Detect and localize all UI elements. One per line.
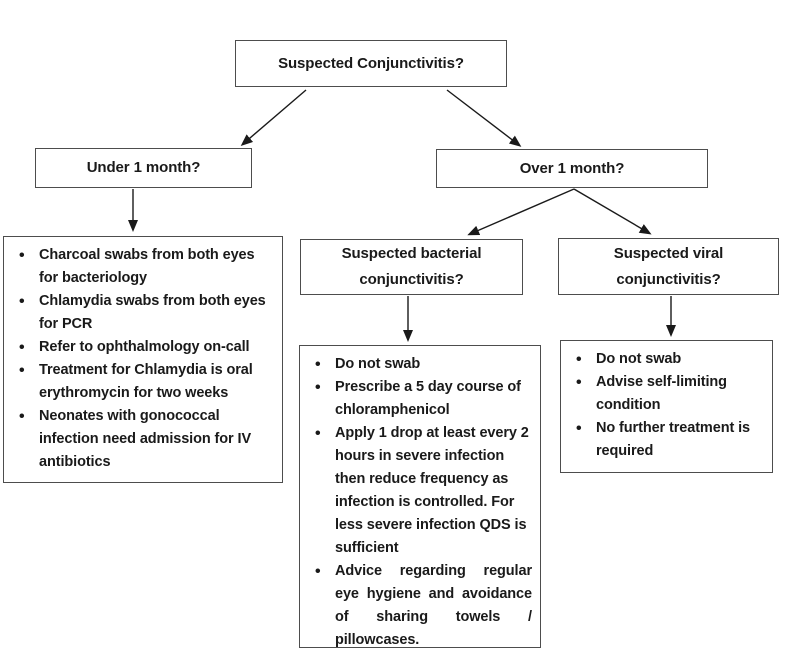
node-bacterial-management-list: Do not swab Prescribe a 5 day course of … (299, 345, 541, 648)
node-suspected-conjunctivitis: Suspected Conjunctivitis? (235, 40, 507, 87)
node-under-1-month: Under 1 month? (35, 148, 252, 188)
arrow-root-to-over-month (446, 89, 522, 147)
list-item: Treatment for Chlamydia is oral erythrom… (4, 359, 274, 405)
list-item: Charcoal swabs from both eyes for bacter… (4, 244, 274, 290)
list-item: No further treatment is required (561, 417, 764, 463)
arrow-root-to-under-month (240, 89, 307, 146)
bullet-list: Do not swab Prescribe a 5 day course of … (300, 353, 532, 652)
list-item: Do not swab (561, 348, 764, 371)
list-item: Refer to ophthalmology on-call (4, 336, 274, 359)
arrow-over-month-to-bacterial-question (467, 188, 575, 236)
list-item: Chlamydia swabs from both eyes for PCR (4, 290, 274, 336)
node-viral-management-list: Do not swab Advise self-limiting conditi… (560, 340, 773, 473)
list-item: Advise self-limiting condition (561, 371, 764, 417)
list-item: Neonates with gonococcal infection need … (4, 405, 274, 474)
node-label: Under 1 month? (86, 159, 201, 176)
node-label: Suspected Conjunctivitis? (278, 54, 464, 72)
node-over-1-month: Over 1 month? (436, 149, 708, 188)
list-item: Prescribe a 5 day course of chlorampheni… (300, 376, 532, 422)
node-suspected-viral-conjunctivitis: Suspected viral conjunctivitis? (558, 238, 779, 295)
node-label: Suspected viral conjunctivitis? (613, 244, 724, 288)
list-item: Apply 1 drop at least every 2 hours in s… (300, 422, 532, 560)
node-neonatal-management-list: Charcoal swabs from both eyes for bacter… (3, 236, 283, 483)
arrow-over-month-to-viral-question (573, 188, 652, 235)
bullet-list: Do not swab Advise self-limiting conditi… (561, 348, 764, 463)
bullet-list: Charcoal swabs from both eyes for bacter… (4, 244, 274, 474)
node-label: Suspected bacterial conjunctivitis? (341, 245, 482, 288)
list-item: Do not swab (300, 353, 532, 376)
node-suspected-bacterial-conjunctivitis: Suspected bacterial conjunctivitis? (300, 239, 523, 295)
list-item: Advice regarding regular eye hygiene and… (300, 560, 532, 652)
node-label: Over 1 month? (519, 159, 625, 177)
